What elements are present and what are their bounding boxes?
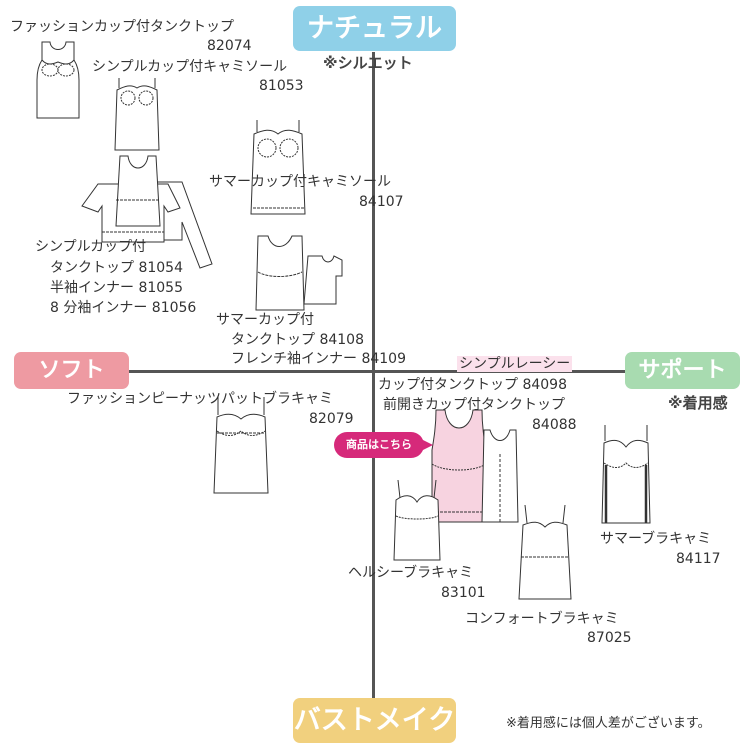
product-code-82074: 82074	[207, 38, 252, 54]
peanuts-bracami-illustration[interactable]	[212, 397, 270, 495]
summer-bracami-illustration[interactable]	[600, 425, 652, 525]
product-name-84117[interactable]: サマーブラキャミ	[600, 531, 712, 547]
product-here-badge[interactable]: 商品はこちら	[334, 432, 433, 458]
product-name-84107[interactable]: サマーカップ付キャミソール	[209, 174, 391, 190]
product-code-83101: 83101	[441, 585, 486, 601]
product-name-87025[interactable]: コンフォートブラキャミ	[465, 611, 619, 627]
product-code-87025: 87025	[587, 630, 632, 646]
product-code-82079: 82079	[309, 411, 354, 427]
product-name-82074[interactable]: ファッションカップ付タンクトップ	[10, 19, 234, 35]
axis-note-silhouette: ※シルエット	[323, 54, 413, 72]
summer-set-line3[interactable]: フレンチ袖インナー 84109	[231, 351, 406, 367]
product-code-84117: 84117	[676, 551, 721, 567]
product-name-84088[interactable]: 前開きカップ付タンクトップ	[383, 397, 565, 413]
comfort-bracami-illustration[interactable]	[515, 505, 575, 600]
product-code-84107: 84107	[359, 194, 404, 210]
axis-label-support: サポート	[625, 352, 740, 389]
simple-lace-tank-illustration[interactable]	[430, 408, 488, 523]
product-name-82079[interactable]: ファッションピーナッツパットブラキャミ	[67, 391, 333, 407]
front-open-tank-illustration[interactable]	[480, 428, 520, 523]
simple-set-line2[interactable]: タンクトップ 81054	[50, 260, 183, 276]
vertical-axis	[372, 52, 375, 702]
axis-label-natural: ナチュラル	[293, 6, 456, 51]
healthy-bracami-illustration[interactable]	[392, 480, 442, 562]
product-code-81053: 81053	[259, 78, 304, 94]
summer-set-line2[interactable]: タンクトップ 84108	[231, 332, 364, 348]
axis-note-wear-feel: ※着用感	[668, 394, 728, 412]
summer-set-illustration[interactable]	[254, 232, 344, 312]
simple-set-line3[interactable]: 半袖インナー 81055	[50, 280, 183, 296]
product-name-81053[interactable]: シンプルカップ付キャミソール	[92, 59, 288, 75]
simple-set-line4[interactable]: 8 分袖インナー 81056	[50, 300, 197, 316]
summer-set-line1[interactable]: サマーカップ付	[216, 312, 314, 328]
horizontal-axis	[128, 370, 628, 373]
axis-label-bustmake: バストメイク	[293, 698, 456, 743]
product-code-84088: 84088	[532, 417, 577, 433]
product-name-84098-line1[interactable]: シンプルレーシー	[457, 355, 573, 373]
simple-set-illustration[interactable]	[78, 152, 213, 272]
product-name-83101[interactable]: ヘルシーブラキャミ	[348, 565, 474, 581]
footnote: ※着用感には個人差がございます。	[506, 716, 711, 731]
simple-camisole-illustration[interactable]	[111, 78, 163, 151]
featured-highlight: シンプルレーシー	[457, 356, 573, 372]
axis-label-soft: ソフト	[14, 352, 129, 389]
simple-set-line1[interactable]: シンプルカップ付	[35, 239, 147, 255]
summer-camisole-illustration[interactable]	[247, 120, 309, 215]
product-name-84098-line2[interactable]: カップ付タンクトップ 84098	[378, 377, 567, 393]
fashion-tank-illustration[interactable]	[33, 40, 83, 120]
